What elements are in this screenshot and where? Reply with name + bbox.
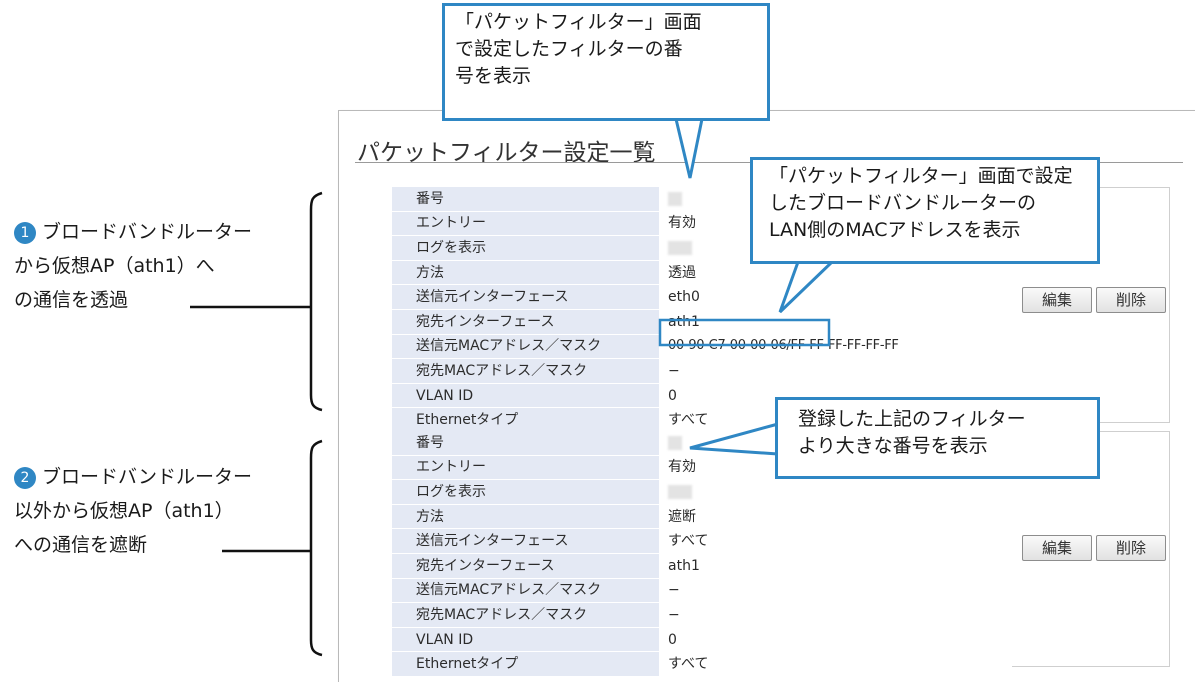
side-note-line: の通信を透過: [14, 289, 129, 311]
row-label: 送信元MACアドレス／マスク: [392, 334, 659, 360]
side-note-1: 1 ブロードバンドルーター から仮想AP（ath1）へ の通信を透過: [14, 215, 314, 317]
row-label: 送信元MACアドレス／マスク: [392, 578, 659, 604]
edit-button[interactable]: 編集: [1022, 287, 1092, 313]
row-label: 送信元インターフェース: [392, 284, 659, 310]
row-label: ログを表示: [392, 235, 659, 261]
table-row: 宛先MACアドレス／マスク−: [392, 602, 1013, 628]
row-label: 宛先インターフェース: [392, 309, 659, 335]
callout-mac-address: 「パケットフィルター」画面で設定 したブロードバンドルーターの LAN側のMAC…: [750, 157, 1100, 264]
filter-table-2: 番号 エントリー有効 ログを表示 方法遮断 送信元インターフェースすべて 宛先イ…: [392, 431, 1013, 677]
row-value: 透過: [659, 260, 1013, 286]
step-number-badge: 2: [14, 467, 36, 489]
row-value: −: [659, 358, 1013, 384]
side-note-line: ブロードバンドルーター: [42, 221, 252, 243]
row-label: エントリー: [392, 455, 659, 481]
bracket-filter-2: [309, 439, 323, 657]
row-value: ath1: [659, 309, 1013, 335]
callout-tail-number: [674, 117, 704, 179]
row-label: エントリー: [392, 211, 659, 237]
row-value: eth0: [659, 284, 1013, 310]
callout-line: 号を表示: [455, 65, 532, 87]
callout-line: 登録した上記のフィルター: [798, 408, 1026, 430]
table-row: 方法透過: [392, 260, 1013, 286]
row-label: 番号: [392, 187, 659, 212]
delete-button[interactable]: 削除: [1096, 535, 1166, 561]
row-value: すべて: [659, 528, 1013, 554]
row-value: すべて: [659, 651, 1013, 677]
row-label: VLAN ID: [392, 627, 659, 653]
bracket-filter-1: [309, 191, 323, 412]
row-label: Ethernetタイプ: [392, 651, 659, 677]
callout-line: 「パケットフィルター」画面で設定: [769, 165, 1073, 187]
table-row: 方法遮断: [392, 504, 1013, 530]
callout-line: したブロードバンドルーターの: [769, 192, 1036, 214]
mac-mask: FF-FF-FF-FF-FF-FF: [790, 338, 899, 354]
row-label: 方法: [392, 504, 659, 530]
side-note-2: 2 ブロードバンドルーター 以外から仮想AP（ath1） への通信を遮断: [14, 460, 314, 562]
blurred-value: [668, 240, 692, 255]
row-label: 番号: [392, 431, 659, 456]
side-note-line: 以外から仮想AP（ath1）: [14, 500, 234, 522]
table-row: ログを表示: [392, 479, 1013, 505]
row-label: 宛先MACアドレス／マスク: [392, 358, 659, 384]
blurred-number: [668, 191, 682, 206]
side-note-line: への通信を遮断: [14, 534, 148, 556]
callout-filter-number: 「パケットフィルター」画面 で設定したフィルターの番 号を表示: [442, 3, 770, 121]
row-label: ログを表示: [392, 479, 659, 505]
side-note-line: ブロードバンドルーター: [42, 466, 252, 488]
callout-tail-mac: [778, 260, 836, 314]
blurred-value: [668, 484, 692, 499]
callout-line: LAN側のMACアドレスを表示: [769, 219, 1021, 241]
delete-button[interactable]: 削除: [1096, 287, 1166, 313]
table-row: 送信元MACアドレス／マスク−: [392, 578, 1013, 604]
mac-highlight-box: [658, 318, 831, 347]
table-row: 送信元インターフェースすべて: [392, 528, 1013, 554]
table-row: 宛先MACアドレス／マスク−: [392, 358, 1013, 384]
edit-button[interactable]: 編集: [1022, 535, 1092, 561]
row-label: 宛先MACアドレス／マスク: [392, 602, 659, 628]
table-row: Ethernetタイプすべて: [392, 651, 1013, 677]
callout-larger-number: 登録した上記のフィルター より大きな番号を表示: [775, 397, 1100, 479]
row-label: 送信元インターフェース: [392, 528, 659, 554]
side-note-line: から仮想AP（ath1）へ: [14, 255, 215, 277]
row-value: 遮断: [659, 504, 1013, 530]
page-title: パケットフィルター設定一覧: [357, 140, 656, 166]
row-value: −: [659, 602, 1013, 628]
row-label: VLAN ID: [392, 383, 659, 409]
blurred-number: [668, 435, 682, 450]
row-value: ath1: [659, 553, 1013, 579]
row-label: 宛先インターフェース: [392, 553, 659, 579]
callout-tail-larger: [689, 422, 780, 456]
callout-line: より大きな番号を表示: [798, 435, 988, 457]
callout-line: で設定したフィルターの番: [455, 38, 683, 60]
log-value: [659, 479, 1013, 505]
row-label: 方法: [392, 260, 659, 286]
row-value: 0: [659, 627, 1013, 653]
step-number-badge: 1: [14, 222, 36, 244]
callout-line: 「パケットフィルター」画面: [455, 11, 702, 33]
row-value: −: [659, 578, 1013, 604]
row-label: Ethernetタイプ: [392, 407, 659, 433]
